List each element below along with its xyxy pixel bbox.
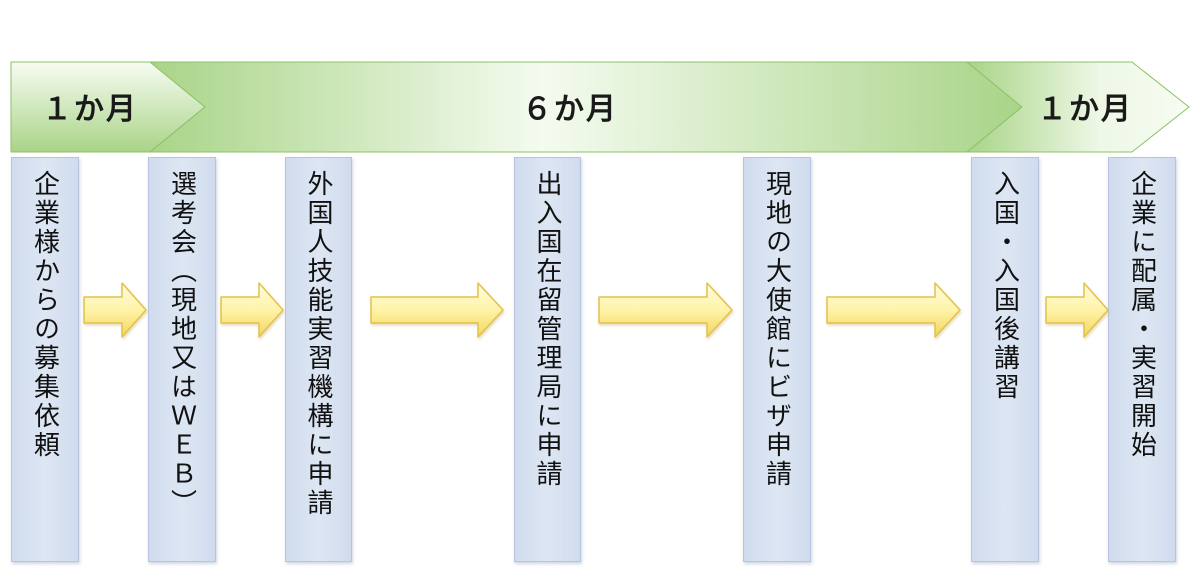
step-selection: 選考会（現地又はＷＥＢ） [148,157,216,562]
step-entry-training: 入国・入国後講習 [971,157,1039,562]
period-label-3: １か月 [1037,92,1133,127]
step-label: 企業に配属・実習開始 [1126,170,1157,460]
step-label: 選考会（現地又はＷＥＢ） [166,170,197,518]
step-visa-application: 現地の大使館にビザ申請 [743,157,811,562]
period-label-2: ６か月 [522,92,618,127]
step-immigration-application: 出入国在留管理局に申請 [514,157,581,562]
step-otit-application: 外国人技能実習機構に申請 [285,157,352,562]
step-assignment-start: 企業に配属・実習開始 [1108,157,1176,562]
step-label: 企業様からの募集依頼 [29,170,60,460]
period-band-3 [965,61,1190,153]
period-label-1: １か月 [42,92,138,127]
step-label: 現地の大使館にビザ申請 [761,170,792,489]
step-label: 出入国在留管理局に申請 [532,170,562,489]
step-recruitment-request: 企業様からの募集依頼 [11,157,79,562]
step-label: 外国人技能実習機構に申請 [303,170,333,518]
step-label: 入国・入国後講習 [989,170,1020,402]
